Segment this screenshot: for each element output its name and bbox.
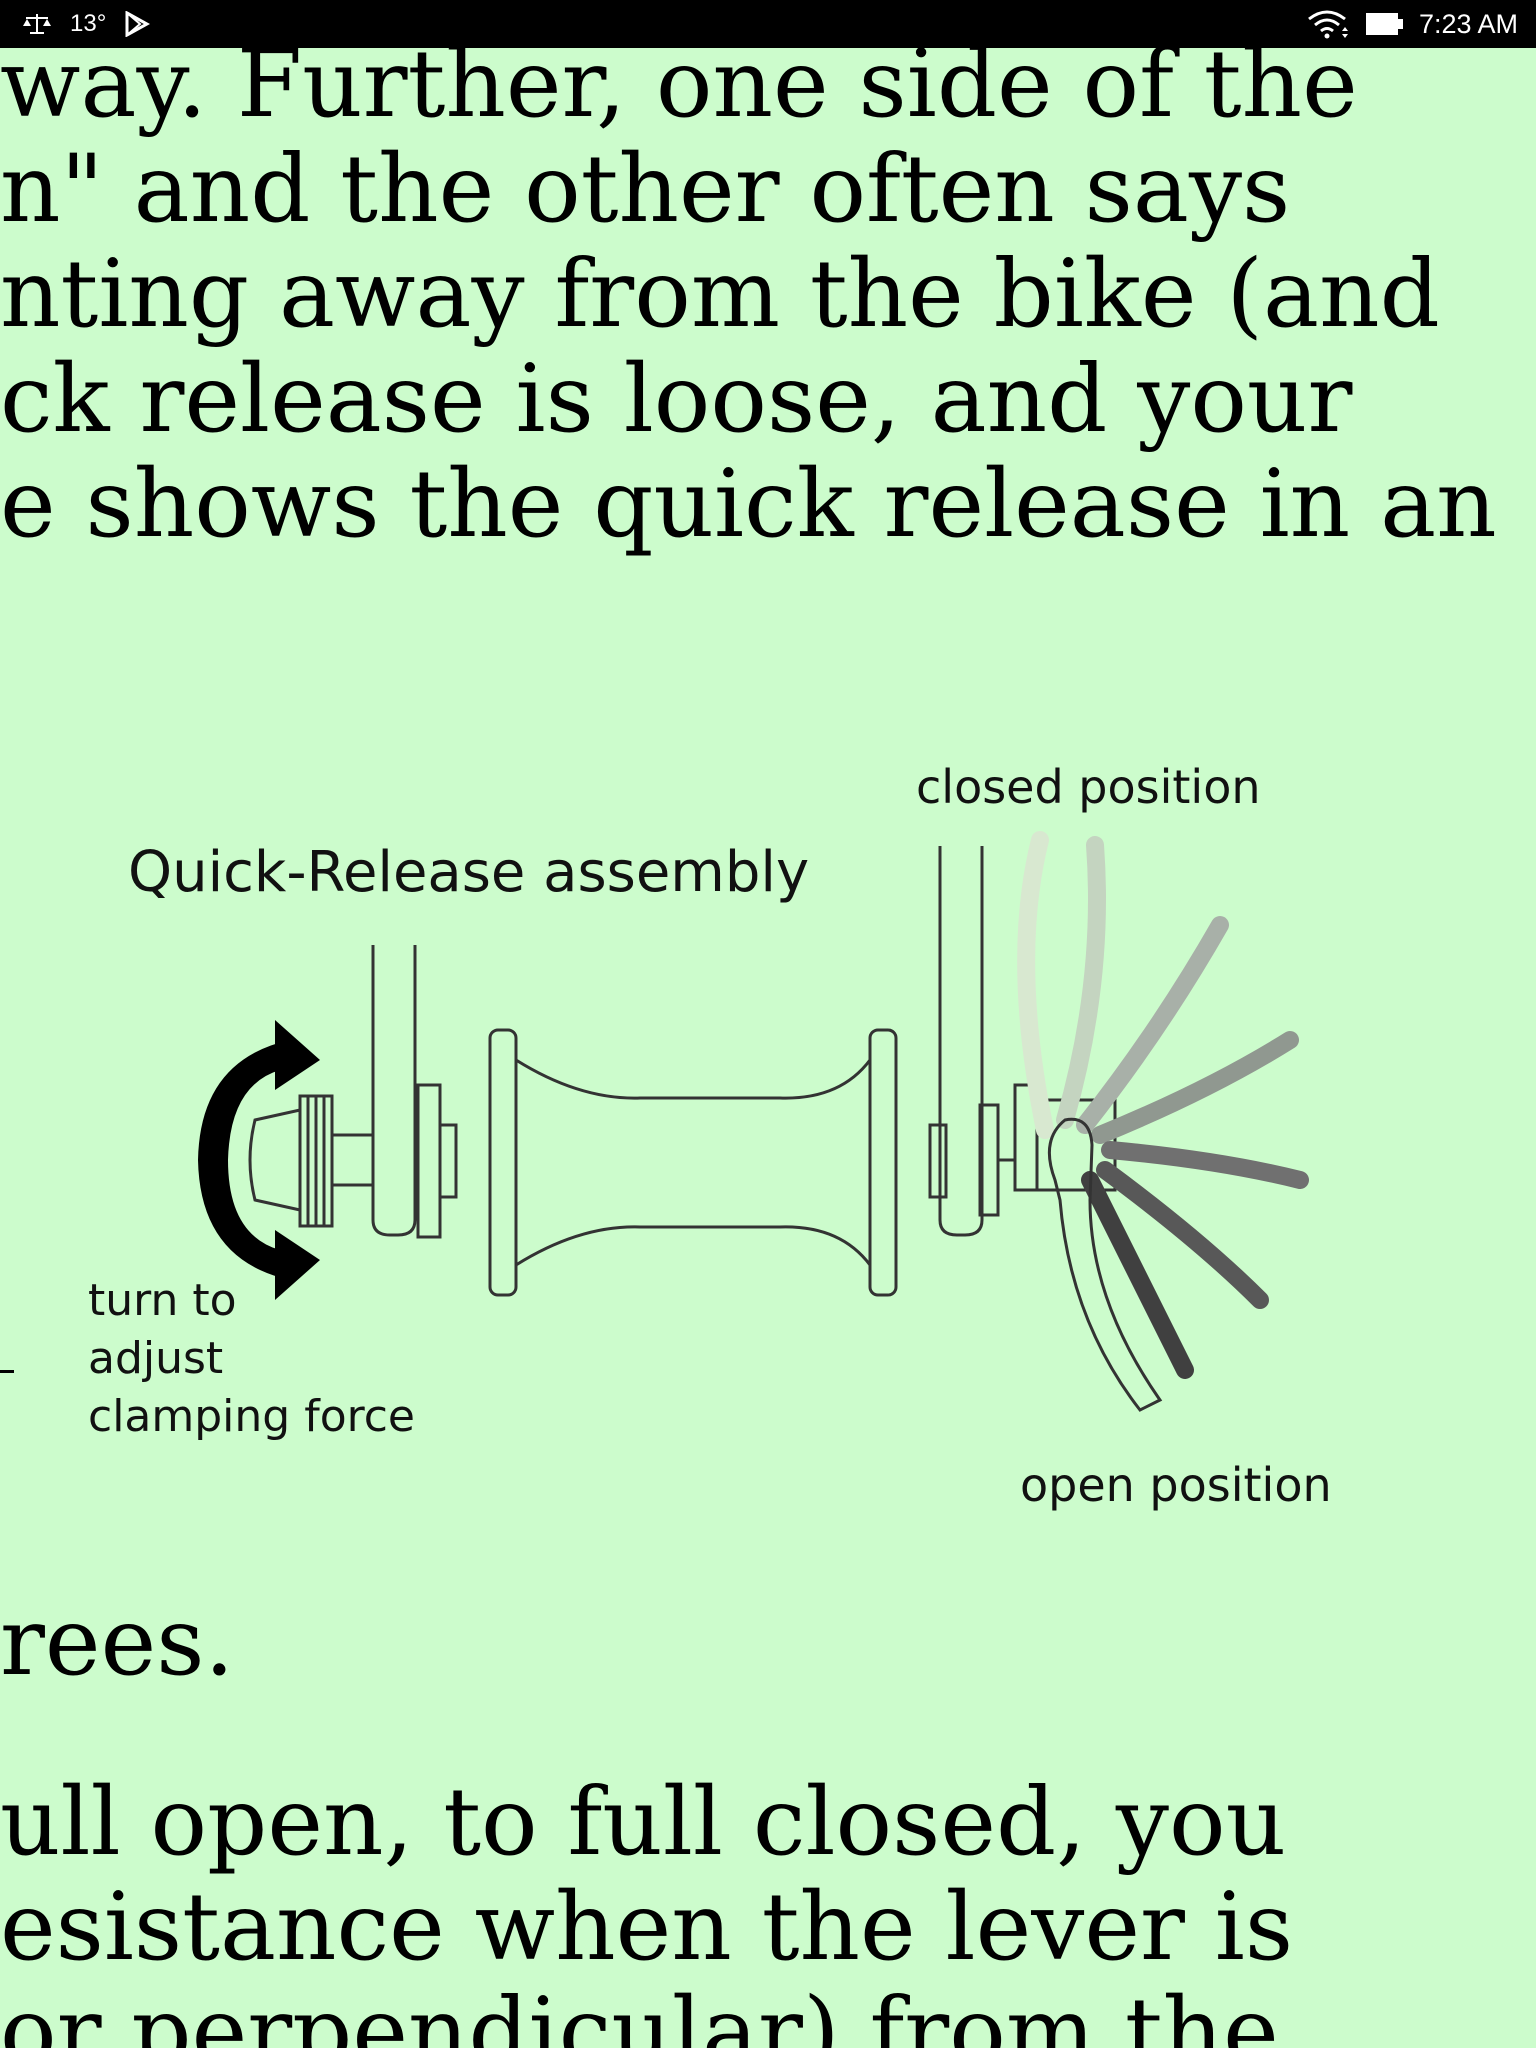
scale-icon: [22, 12, 52, 36]
article-line: nting away from the bike (and: [0, 240, 1440, 349]
diagram-title: Quick-Release assembly: [128, 840, 810, 905]
article-line: n" and the other often says: [0, 135, 1291, 244]
closed-position-label: closed position: [916, 760, 1261, 814]
quick-release-diagram: Quick-Release assembly closed position t…: [80, 740, 1460, 1540]
quick-release-illustration: [198, 831, 1309, 1412]
turn-label-line: turn to: [88, 1275, 237, 1326]
clock-text: 7:23 AM: [1418, 8, 1518, 39]
article-line: ull open, to full closed, you: [0, 1768, 1287, 1877]
wifi-icon: [1307, 9, 1351, 39]
lever-positions: [1017, 831, 1309, 1379]
adjusting-nut: [248, 1094, 373, 1228]
turn-adjust-label: turn to adjust clamping force: [88, 1272, 488, 1446]
status-left: 13°: [22, 0, 151, 48]
open-position-label: open position: [1020, 1458, 1332, 1512]
hub: [416, 1028, 1015, 1297]
turn-label-line: adjust: [88, 1333, 224, 1384]
open-lever: [1047, 1117, 1163, 1412]
article-line: rees.: [0, 1588, 235, 1697]
link-underline-fragment: [0, 1312, 14, 1373]
article-line: or perpendicular) from the: [0, 1978, 1279, 2048]
battery-icon: [1365, 10, 1405, 38]
temperature-text: 13°: [70, 10, 107, 37]
play-store-icon: [124, 11, 151, 37]
article-line: e shows the quick release in an: [0, 450, 1497, 559]
status-bar: 13° 7:23 AM: [0, 0, 1536, 48]
status-right: 7:23 AM: [1307, 0, 1518, 48]
right-fork-drop: [938, 846, 984, 1237]
turn-label-line: clamping force: [88, 1391, 415, 1442]
article-line: way. Further, one side of the: [0, 30, 1358, 139]
article-line: esistance when the lever is: [0, 1873, 1294, 1982]
turn-arrow: [198, 1020, 320, 1300]
left-fork-drop: [371, 945, 417, 1237]
article-line: ck release is loose, and your: [0, 345, 1353, 454]
